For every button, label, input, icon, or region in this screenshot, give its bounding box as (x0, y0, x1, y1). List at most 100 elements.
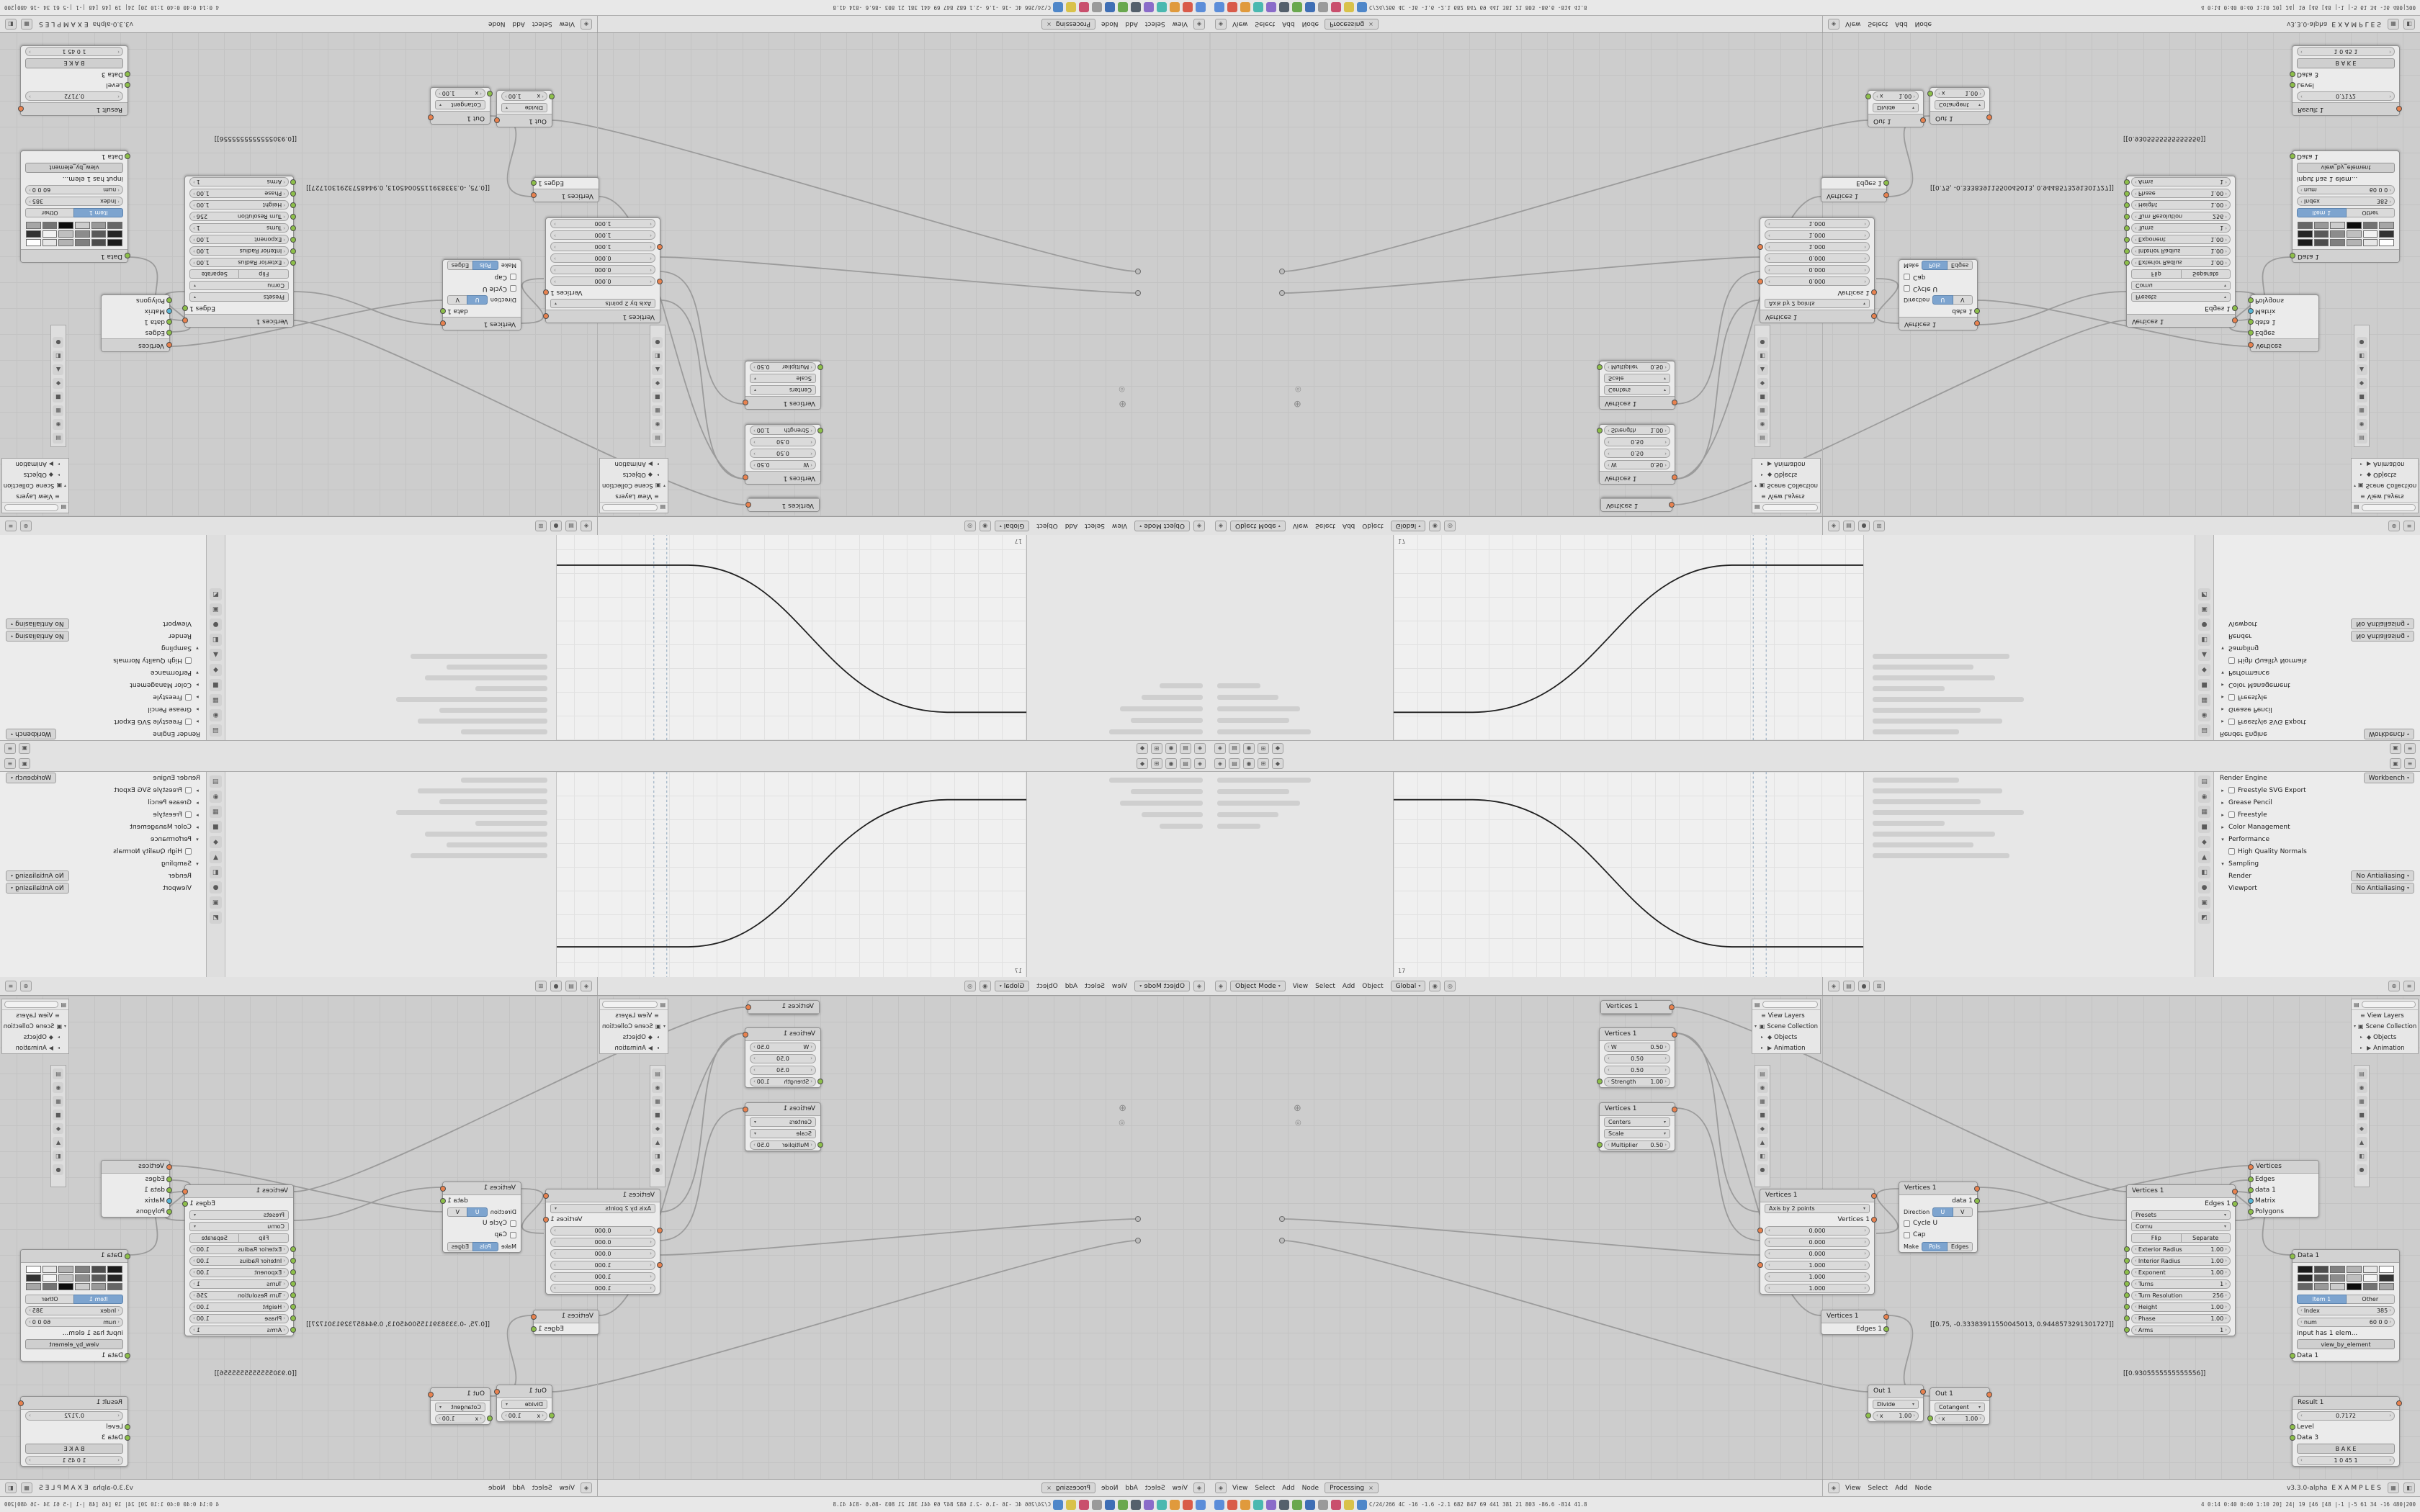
color-swatch[interactable] (107, 1283, 122, 1290)
number-field[interactable]: ‹0.50› (1604, 437, 1670, 447)
socket-in[interactable] (657, 244, 663, 250)
pin-icon[interactable]: ▣ (19, 758, 30, 769)
socket-in[interactable] (166, 297, 172, 304)
filter-icon[interactable]: ▤ (660, 504, 666, 511)
outliner-item-view-layers[interactable]: ≡View Layers (2, 491, 68, 502)
orientation-select[interactable]: Global▾ (994, 981, 1030, 991)
properties-tab-icon[interactable]: ■ (210, 821, 222, 833)
channel-row[interactable] (1217, 824, 1260, 829)
node-row[interactable]: Matrix (102, 1195, 172, 1206)
editor-type-icon[interactable]: ◈ (581, 521, 592, 531)
taskbar-app-icon[interactable] (1053, 2, 1063, 13)
decrement-arrow-icon[interactable]: ‹ (1768, 221, 1770, 228)
number-field[interactable]: ‹1 0 45 1› (25, 1455, 123, 1465)
node-row[interactable]: Cap (1899, 271, 1977, 283)
increment-arrow-icon[interactable]: › (1913, 1412, 1915, 1418)
editor-type-icon[interactable]: ◈ (1828, 1482, 1839, 1493)
taskbar-app-icon[interactable] (1079, 2, 1089, 13)
editor-type-icon[interactable]: ◈ (581, 1482, 592, 1493)
decrement-arrow-icon[interactable]: ‹ (2135, 179, 2137, 186)
overlay-icon[interactable]: ⊞ (535, 981, 547, 991)
editor-type-icon[interactable]: ◈ (1215, 19, 1227, 30)
node-header[interactable]: Vertices 1 (1760, 310, 1877, 323)
node-row[interactable]: Centers▾ (745, 1116, 820, 1128)
number-field[interactable]: ‹0.50› (1604, 449, 1670, 459)
socket-in[interactable] (166, 1164, 172, 1170)
properties-tab-icon[interactable]: ◉ (210, 709, 222, 721)
taskbar-app-icon[interactable] (1214, 2, 1224, 13)
decrement-arrow-icon[interactable]: ‹ (117, 1457, 120, 1463)
properties-tab-icon[interactable]: ▲ (2356, 364, 2367, 375)
taskbar-app-icon[interactable] (1170, 1499, 1180, 1510)
decrement-arrow-icon[interactable]: ‹ (283, 1280, 285, 1287)
overlay-icon[interactable]: ⊞ (1258, 743, 1269, 754)
increment-arrow-icon[interactable]: › (1864, 1261, 1866, 1268)
socket-out[interactable] (1986, 114, 1992, 120)
socket-out[interactable] (1974, 1186, 1980, 1192)
increment-arrow-icon[interactable]: › (193, 248, 195, 255)
properties-tab-icon[interactable]: ◉ (652, 1082, 663, 1093)
node-row[interactable]: data 1 (1899, 306, 1980, 317)
color-swatch[interactable] (2313, 239, 2329, 246)
disclosure-icon[interactable]: ▸ (2360, 472, 2363, 477)
number-field[interactable]: ‹0.000› (1765, 1248, 1870, 1259)
property-row-grease-pencil[interactable]: ▸Grease Pencil (2214, 796, 2420, 809)
mode-select[interactable]: Object Mode▾ (1134, 521, 1190, 531)
decrement-arrow-icon[interactable]: ‹ (542, 1412, 544, 1418)
increment-arrow-icon[interactable]: › (1664, 364, 1667, 371)
increment-arrow-icon[interactable]: › (554, 1284, 556, 1291)
disclosure-icon[interactable]: ▸ (2221, 706, 2224, 713)
disclosure-icon[interactable]: ▸ (2221, 799, 2224, 806)
increment-arrow-icon[interactable]: › (193, 1280, 195, 1287)
properties-tab-icon[interactable]: ▦ (2356, 1096, 2367, 1107)
increment-arrow-icon[interactable]: › (2389, 1307, 2391, 1313)
node-row[interactable]: Vertices 1 (543, 1214, 660, 1225)
properties-tab-icon[interactable]: ▣ (2198, 603, 2210, 616)
socket-in[interactable] (657, 279, 663, 284)
increment-arrow-icon[interactable]: › (29, 187, 31, 194)
node-row[interactable]: Cornu▾ (185, 280, 293, 292)
properties-tab-icon[interactable]: ▲ (210, 649, 222, 661)
socket-in[interactable] (2124, 191, 2130, 197)
dropdown-field[interactable]: Scale▾ (1604, 374, 1670, 384)
menu-node[interactable]: Node (1101, 1484, 1119, 1492)
number-field[interactable]: ‹1.000› (550, 1272, 655, 1282)
taskbar-app-icon[interactable] (1214, 1499, 1224, 1510)
properties-tab-icon[interactable]: ■ (652, 392, 663, 402)
properties-tab-icon[interactable]: ▲ (1757, 1137, 1768, 1148)
node-header[interactable]: Vertices 1 (543, 310, 660, 323)
increment-arrow-icon[interactable]: › (554, 1273, 556, 1279)
properties-tab-icon[interactable]: ▦ (652, 405, 663, 416)
disclosure-icon[interactable]: ▸ (1761, 472, 1764, 477)
number-field[interactable]: ‹0.000› (1765, 1225, 1870, 1236)
graph-editor-canvas[interactable]: 17 (1394, 772, 1864, 977)
properties-tab-icon[interactable]: ◉ (2356, 1082, 2367, 1093)
node-header[interactable]: Result 1 (18, 1397, 127, 1410)
increment-arrow-icon[interactable]: › (554, 1261, 556, 1268)
properties-tab-icon[interactable]: ◉ (1757, 419, 1768, 430)
disclosure-icon[interactable]: ▸ (656, 472, 659, 477)
socket-in[interactable] (1757, 1262, 1763, 1268)
decrement-arrow-icon[interactable]: ‹ (810, 364, 812, 371)
node-row[interactable]: ‹1.000› (1757, 241, 1874, 253)
decrement-arrow-icon[interactable]: ‹ (1768, 1250, 1770, 1256)
node-header[interactable]: Vertices 1 (1821, 1310, 1889, 1323)
